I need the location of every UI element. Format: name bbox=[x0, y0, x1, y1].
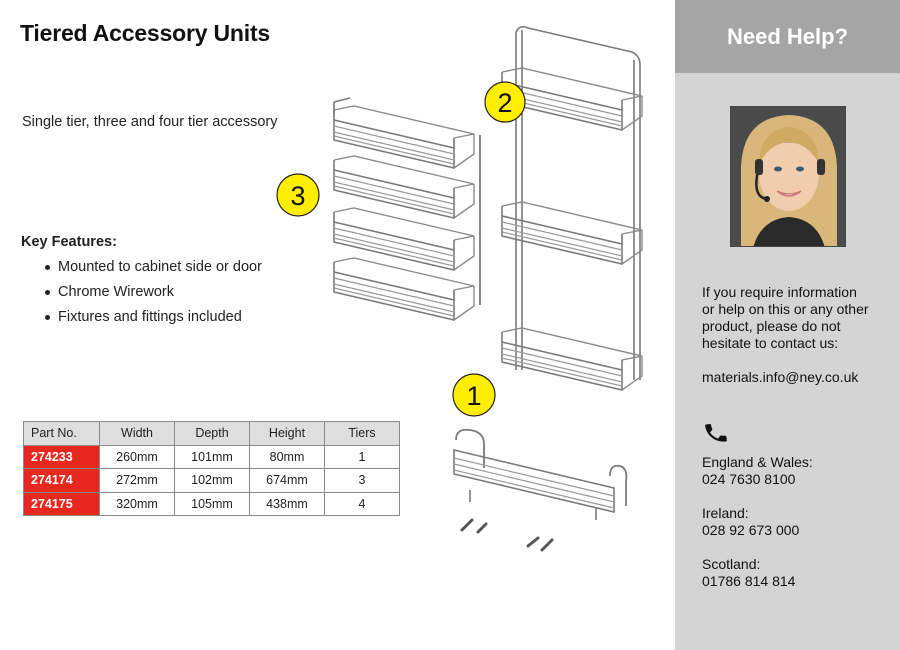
header-depth: Depth bbox=[174, 421, 250, 446]
help-intro: If you require information or help on th… bbox=[702, 284, 869, 351]
feature-item: Fixtures and fittings included bbox=[44, 308, 262, 333]
part-number-cell: 274174 bbox=[23, 468, 100, 493]
depth-cell: 101mm bbox=[174, 444, 250, 469]
feature-item: Chrome Wirework bbox=[44, 283, 262, 308]
contact-email[interactable]: materials.info@ney.co.uk bbox=[702, 369, 859, 385]
header-width: Width bbox=[99, 421, 175, 446]
tiers-cell: 3 bbox=[324, 468, 400, 493]
three-tier-unit bbox=[501, 25, 643, 391]
four-tier-unit bbox=[333, 97, 481, 321]
header-tiers: Tiers bbox=[324, 421, 400, 446]
height-cell: 674mm bbox=[249, 468, 325, 493]
phone-icon bbox=[705, 424, 727, 442]
contact-england: England & Wales: 024 7630 8100 bbox=[702, 454, 813, 487]
support-agent-photo bbox=[730, 106, 846, 247]
callout-3: 3 bbox=[276, 173, 320, 217]
page-title: Tiered Accessory Units bbox=[20, 20, 270, 46]
depth-cell: 105mm bbox=[174, 491, 250, 516]
table-row: 274175 320mm 105mm 438mm 4 bbox=[23, 491, 400, 516]
width-cell: 260mm bbox=[99, 444, 175, 469]
phone-number[interactable]: 01786 814 814 bbox=[702, 573, 796, 589]
width-cell: 320mm bbox=[99, 491, 175, 516]
single-tier-unit bbox=[453, 428, 628, 520]
tiers-cell: 1 bbox=[324, 444, 400, 469]
header-height: Height bbox=[249, 421, 325, 446]
sidebar-header: Need Help? bbox=[675, 0, 900, 73]
callout-3-label: 3 bbox=[290, 181, 305, 211]
callout-1-label: 1 bbox=[466, 381, 481, 411]
callout-2-label: 2 bbox=[497, 88, 512, 118]
key-features-heading: Key Features: bbox=[21, 234, 117, 250]
width-cell: 272mm bbox=[99, 468, 175, 493]
header-part-no: Part No. bbox=[23, 421, 100, 446]
tiers-cell: 4 bbox=[324, 491, 400, 516]
phone-number[interactable]: 024 7630 8100 bbox=[702, 471, 796, 487]
table-row: 274174 272mm 102mm 674mm 3 bbox=[23, 468, 400, 493]
contact-ireland: Ireland: 028 92 673 000 bbox=[702, 505, 800, 538]
need-help-title: Need Help? bbox=[726, 23, 849, 49]
product-illustration: 2 3 1 bbox=[276, 25, 643, 552]
table-header-row: Part No. Width Depth Height Tiers bbox=[23, 421, 400, 446]
callout-1: 1 bbox=[452, 373, 496, 417]
help-sidebar: Need Help? If you require information or… bbox=[675, 0, 900, 650]
key-features-list: Mounted to cabinet side or door Chrome W… bbox=[44, 258, 262, 333]
parts-table: Part No. Width Depth Height Tiers 274233… bbox=[23, 421, 400, 516]
feature-item: Mounted to cabinet side or door bbox=[44, 258, 262, 283]
fixing-screws bbox=[460, 518, 554, 552]
part-number-cell: 274233 bbox=[23, 444, 100, 469]
height-cell: 80mm bbox=[249, 444, 325, 469]
table-row: 274233 260mm 101mm 80mm 1 bbox=[23, 444, 400, 469]
callout-2: 2 bbox=[484, 81, 526, 123]
contact-scotland: Scotland: 01786 814 814 bbox=[702, 556, 796, 589]
phone-number[interactable]: 028 92 673 000 bbox=[702, 522, 800, 538]
part-number-cell: 274175 bbox=[23, 491, 100, 516]
product-subtitle: Single tier, three and four tier accesso… bbox=[22, 114, 278, 130]
depth-cell: 102mm bbox=[174, 468, 250, 493]
